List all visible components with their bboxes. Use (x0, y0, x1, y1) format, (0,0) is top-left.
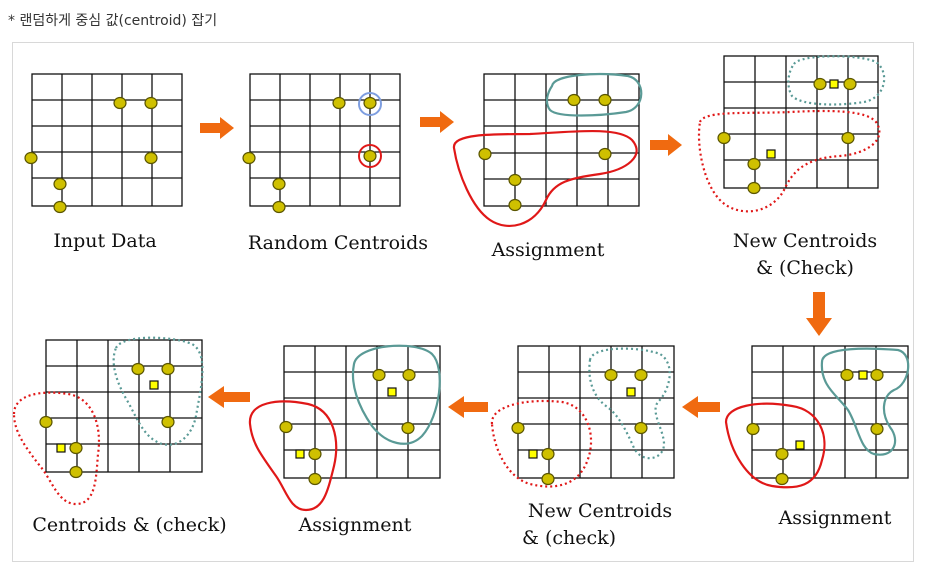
kmeans-diagram (12, 42, 914, 562)
arrow-down-icon (806, 292, 832, 336)
panel-random-centroids (242, 73, 401, 214)
arrow-left-icon (682, 396, 720, 418)
label-new-centroids-1-line1: New Centroids (732, 230, 878, 252)
arrow-left-icon (448, 396, 488, 418)
arrow-right-icon (650, 134, 682, 156)
panel-centroids-check (12, 336, 204, 506)
label-assignment-2: Assignment (778, 507, 892, 529)
page-caption: * 랜덤하게 중심 값(centroid) 잡기 (8, 13, 218, 29)
arrow-right-icon (200, 117, 234, 139)
label-new-centroids-2: New Centroids & (check) (500, 498, 700, 552)
label-new-centroids-2-line2: & (check) (522, 527, 617, 549)
panel-new-centroids-2 (490, 345, 675, 488)
label-assignment-1: Assignment (491, 239, 605, 261)
panel-assignment-3 (248, 344, 441, 512)
arrow-left-icon (208, 386, 250, 408)
panel-new-centroids-1 (697, 55, 886, 213)
label-assignment-3: Assignment (298, 514, 412, 536)
label-centroids-check: Centroids & (check) (32, 514, 227, 536)
panel-assignment-2 (724, 345, 910, 489)
label-new-centroids-2-line1: New Centroids (527, 500, 673, 522)
panel-input-data (24, 73, 183, 214)
label-random-centroids: Random Centroids (247, 232, 429, 254)
label-new-centroids-1-line2: & (Check) (756, 257, 854, 279)
arrow-right-icon (420, 111, 454, 133)
panel-assignment-1 (452, 73, 643, 228)
label-input-data: Input Data (53, 230, 157, 252)
label-new-centroids-1: New Centroids & (Check) (705, 228, 905, 282)
